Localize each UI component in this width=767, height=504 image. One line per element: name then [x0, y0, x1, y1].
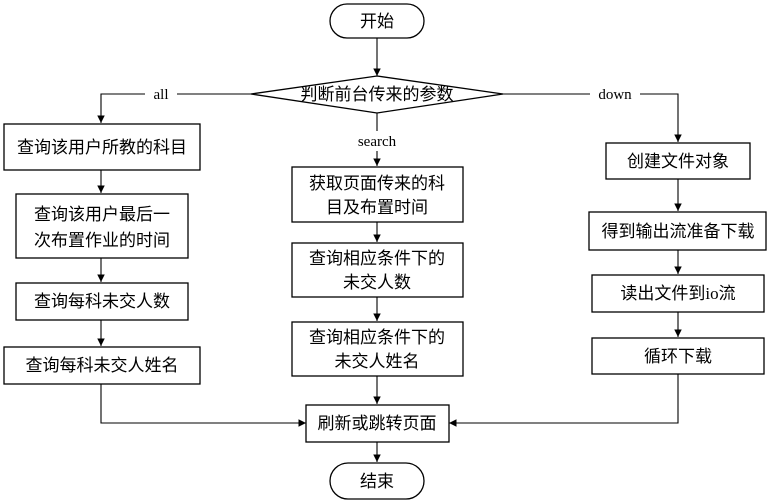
edge-decision-to-left [97, 93, 251, 123]
mid-step-2-label-line2: 未交人数 [343, 273, 411, 292]
left-step-2-label-line1: 查询该用户最后一 [34, 205, 170, 224]
left-step-3-label: 查询每科未交人数 [34, 292, 170, 311]
merge-label: 刷新或跳转页面 [318, 414, 437, 433]
edge-label-search: search [358, 134, 397, 150]
mid-step-3-label-line2: 未交人姓名 [335, 352, 420, 371]
left-step-1: 查询该用户所教的科目 [3, 123, 201, 171]
edge-right4-to-merge [449, 374, 679, 427]
decision-label: 判断前台传来的参数 [301, 85, 454, 104]
right-step-4: 循环下载 [591, 337, 765, 375]
start-node: 开始 [329, 3, 425, 39]
search-label-bg [346, 131, 408, 151]
left-step-1-label: 查询该用户所教的科目 [17, 138, 187, 157]
left-step-4-label: 查询每科未交人姓名 [26, 356, 179, 375]
left-step-3: 查询每科未交人数 [15, 282, 189, 321]
right-step-4-label: 循环下载 [644, 347, 712, 366]
right-step-2-label: 得到输出流准备下载 [602, 222, 755, 241]
mid-step-3: 查询相应条件下的 未交人姓名 [291, 321, 464, 377]
edge-label-all: all [154, 87, 169, 103]
edge-left4-to-merge [100, 384, 306, 427]
right-step-1-label: 创建文件对象 [627, 152, 729, 171]
connectors [97, 38, 682, 462]
right-step-1: 创建文件对象 [605, 142, 751, 180]
edge-decision-to-right [503, 93, 682, 142]
edge-label-down: down [598, 87, 632, 103]
left-step-2-label-line2: 次布置作业的时间 [34, 231, 170, 250]
mid-step-2: 查询相应条件下的 未交人数 [291, 242, 464, 298]
mid-step-3-label-line1: 查询相应条件下的 [309, 328, 445, 347]
merge-node: 刷新或跳转页面 [305, 404, 450, 443]
all-label-bg [145, 84, 177, 104]
left-step-4: 查询每科未交人姓名 [3, 346, 201, 385]
edge-labels: all down search [145, 84, 640, 151]
right-step-3-label: 读出文件到io流 [620, 284, 735, 303]
down-label-bg [590, 84, 640, 104]
end-node: 结束 [329, 462, 425, 500]
mid-step-2-label-line1: 查询相应条件下的 [309, 249, 445, 268]
left-step-2: 查询该用户最后一 次布置作业的时间 [15, 193, 189, 259]
mid-step-1: 获取页面传来的科 目及布置时间 [291, 166, 464, 223]
right-step-3: 读出文件到io流 [591, 274, 765, 313]
mid-step-1-label-line2: 目及布置时间 [326, 198, 428, 217]
end-label: 结束 [360, 472, 394, 491]
start-label: 开始 [360, 12, 394, 31]
mid-step-1-label-line1: 获取页面传来的科 [309, 174, 445, 193]
decision-node: 判断前台传来的参数 [250, 75, 504, 114]
right-step-2: 得到输出流准备下载 [588, 211, 767, 251]
